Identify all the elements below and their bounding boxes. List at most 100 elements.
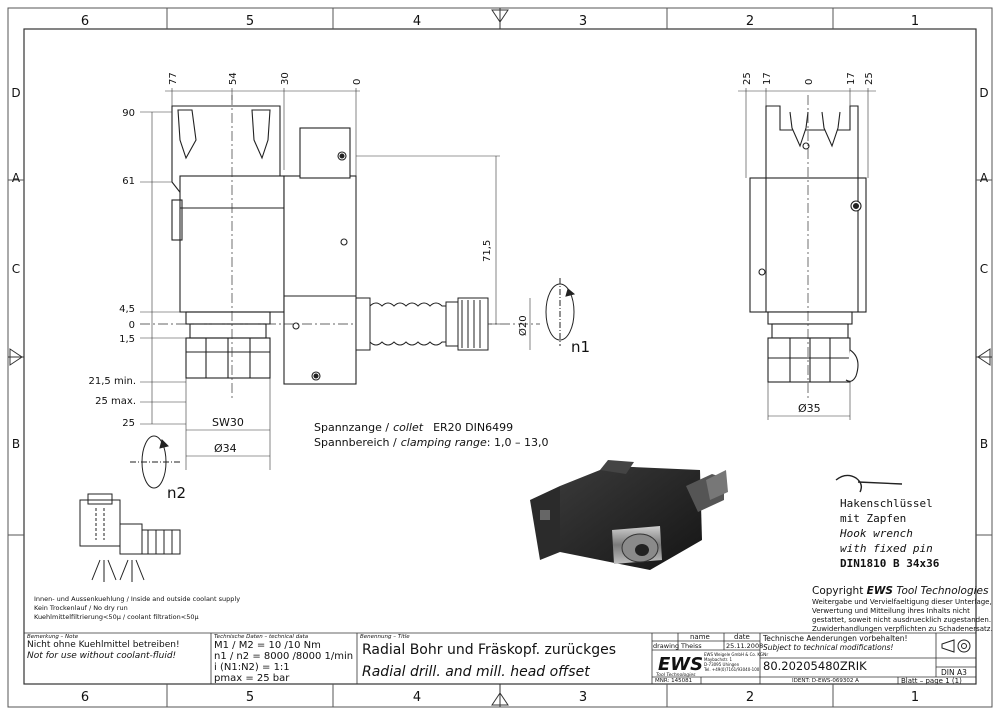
coolant-note-3: Kuehlmittelfiltrierung<50µ / coolant fil… (34, 613, 199, 621)
front-dims-top: 77 54 30 0 (168, 72, 363, 85)
rotation-symbol-n2 (130, 435, 180, 489)
tech-row-torque: M1 / M2 = 10 /10 Nm (214, 640, 321, 651)
mnr: MNR: 145081 (655, 678, 693, 684)
company-line-4: Tel. +49(0)7161/93040-100 (704, 667, 760, 672)
dim-77: 77 (168, 72, 179, 85)
dim-25-max: 25 max. (95, 396, 136, 407)
part-number: 80.20205480ZRIK (763, 659, 867, 673)
wrench-line-1: Hakenschlüssel (840, 497, 933, 510)
wrench-line-4: with fixed pin (840, 542, 933, 555)
dim-0-left: 0 (129, 320, 135, 331)
row-drawing: drawing (653, 642, 680, 650)
front-dims-left: 90 61 4,5 0 1,5 21,5 min. 25 max. 25 (89, 108, 136, 429)
clamping-range-value: : 1,0 – 13,0 (487, 436, 549, 449)
paper-format: DIN A3 (941, 668, 967, 677)
collet-label-en: collet (393, 421, 424, 434)
grid-row-a-right: A (980, 171, 989, 185)
dim-25: 25 (122, 418, 135, 429)
dim-sw30: SW30 (212, 416, 244, 429)
wrench-line-5: DIN1810 B 34x36 (840, 557, 940, 570)
sheet-label: Blatt – page (901, 677, 943, 685)
dim-d20: Ø20 (517, 315, 529, 336)
copyright-suffix: Tool Technologies (893, 585, 989, 597)
side-dim-25-left: 25 (742, 72, 753, 85)
grid-col-4: 4 (413, 14, 421, 29)
centering-marks (8, 8, 992, 707)
drawer-name: Theiss (681, 642, 702, 650)
drawing-date: 25.11.2008 (726, 642, 764, 650)
label-n1: n1 (571, 338, 590, 356)
hook-wrench-icon (835, 474, 903, 493)
col-date: date (734, 633, 750, 641)
remark-de: Nicht ohne Kuehlmittel betreiben! (27, 640, 180, 650)
side-dim-d35: Ø35 (798, 402, 821, 415)
copyright-line-4: Zuwiderhandlungen verpflichten zu Schade… (812, 625, 993, 633)
company-line-1: EWS Weigele GmbH & Co. KG (704, 652, 764, 657)
side-dims-top: 25 17 0 17 25 (742, 72, 875, 85)
title-block-lines (24, 632, 976, 684)
tech-row-torque-label: M1 / M2 (214, 640, 254, 651)
copyright-line-1: Weitergabe und Vervielfaeltigung dieser … (812, 598, 992, 606)
grid-col-labels-top: 6 5 4 3 2 1 (81, 14, 919, 29)
collet-spec: Spannzange / collet ER20 DIN6499 Spannbere… (314, 421, 548, 449)
copyright-prefix: Copyright (812, 585, 867, 597)
tech-row-speed: n1 / n2 = 8000 /8000 1/min (214, 651, 353, 662)
copyright-line-3: gestattet, soweit nicht ausdruecklich zu… (812, 616, 991, 624)
grid-row-c-left: C (12, 262, 20, 276)
grid-col-2: 2 (746, 14, 754, 29)
grid-col-6: 6 (81, 14, 89, 29)
change-notice-de: Technische Aenderungen vorbehalten! (763, 634, 908, 643)
company-line-2: Maybachstr. 1 (704, 657, 733, 662)
label-n2: n2 (167, 484, 186, 502)
grid-row-d-right: D (979, 86, 988, 100)
dim-4-5: 4,5 (119, 304, 135, 315)
dim-71-5: 71,5 (482, 240, 493, 262)
grid-col-1-bottom: 1 (911, 690, 919, 705)
name-header: Benennung – Title (360, 634, 410, 640)
grid-col-2-bottom: 2 (746, 690, 754, 705)
grid-col-labels-bottom: 6 5 4 3 2 1 (81, 690, 919, 705)
side-dim-25-right: 25 (864, 72, 875, 85)
grid-col-5-bottom: 5 (246, 690, 254, 705)
change-notice-en: Subject to technical modifications! (763, 643, 894, 652)
copyright-brand: EWS (867, 585, 893, 597)
tech-row-speed-label: n1 / n2 (214, 651, 250, 662)
tech-row-pressure-label: pmax (214, 673, 243, 684)
clamping-range-label: Spannbereich / (314, 436, 397, 449)
grid-row-b-left: B (12, 437, 20, 451)
tech-row-ratio: i (N1:N2) = 1:1 (214, 662, 290, 673)
collet-label: Spannzange / (314, 421, 389, 434)
hook-wrench-text: Hakenschlüssel mit Zapfen Hook wrench wi… (839, 497, 940, 570)
title-en: Radial drill. and mill. head offset (362, 664, 590, 680)
dim-0-top: 0 (352, 79, 363, 85)
col-name: name (690, 633, 710, 641)
dim-61: 61 (122, 176, 135, 187)
grid-row-a-left: A (12, 171, 21, 185)
wrench-line-3: Hook wrench (839, 527, 913, 540)
horizontal-spindle (355, 297, 489, 351)
dim-30: 30 (280, 72, 291, 85)
collet-spec-value: ER20 DIN6499 (433, 421, 513, 434)
wrench-line-2: mit Zapfen (840, 512, 906, 525)
coolant-schematic (79, 493, 181, 582)
dim-d34: Ø34 (214, 442, 237, 455)
tech-row-pressure: pmax = 25 bar (214, 673, 289, 684)
tech-header: Technische Daten – technical data (214, 634, 309, 640)
company-address: EWS Weigele GmbH & Co. KG Maybachstr. 1 … (704, 652, 763, 672)
svg-text:Spannbereich /clamping range:: Spannbereich /clamping range: 1,0 – 13,0 (314, 436, 548, 449)
sheet-value: 1 (1) (945, 677, 962, 685)
tech-row-pressure-value: = 25 bar (245, 673, 290, 684)
dim-21-5-min: 21,5 min. (89, 376, 136, 387)
tech-row-speed-value: = 8000 /8000 1/min (252, 651, 354, 662)
projection-symbol-icon (941, 639, 971, 653)
coolant-notes: Innen- und Aussenkuehlung / Inside and o… (34, 595, 240, 621)
svg-text:Copyright EWS Tool Technologie: Copyright EWS Tool Technologies (812, 585, 989, 597)
side-dim-0: 0 (804, 79, 815, 85)
copyright-line-2: Verwertung und Mitteilung ihres Inhalts … (812, 607, 970, 615)
grid-col-1: 1 (911, 14, 919, 29)
nr-label: Nr (763, 653, 769, 658)
tech-row-torque-value: = 10 /10 Nm (256, 640, 321, 651)
rotation-symbol-n1 (545, 278, 576, 346)
grid-row-d-left: D (11, 86, 20, 100)
